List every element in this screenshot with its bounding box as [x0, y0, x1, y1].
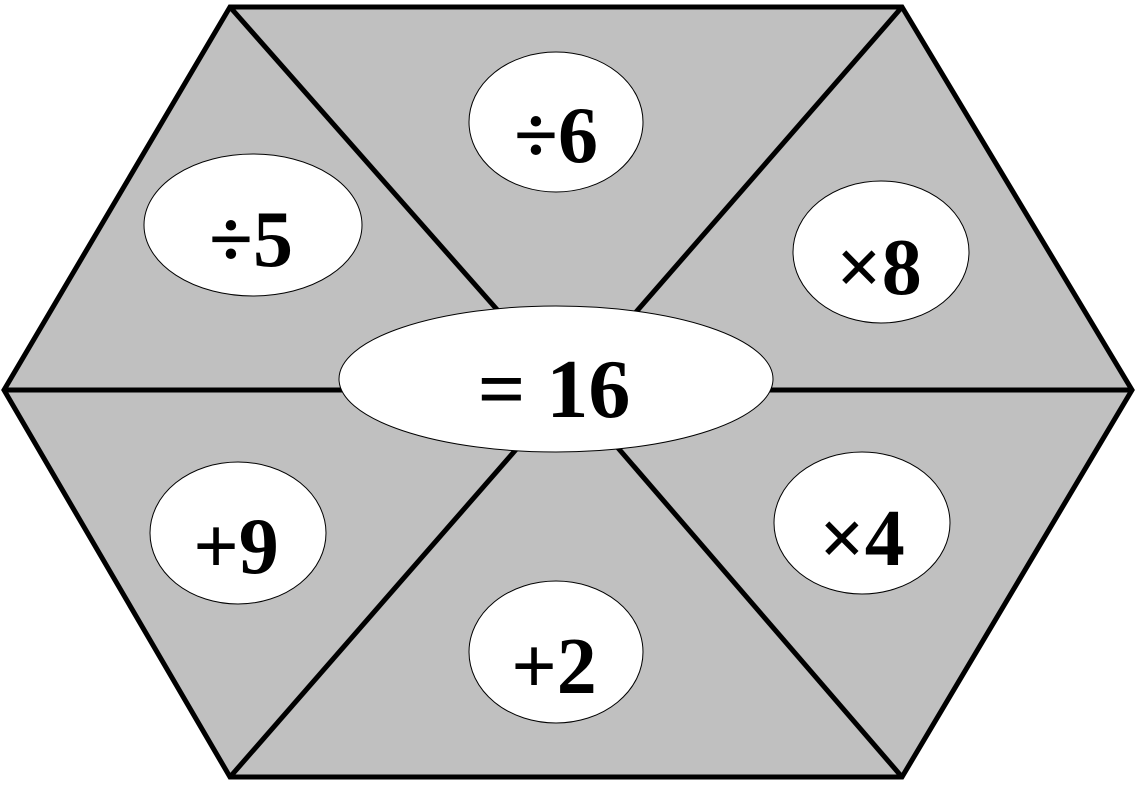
operation-bubble-bottom: +2	[468, 580, 644, 724]
hexagon-outline	[1, 4, 1135, 780]
bubble	[143, 153, 363, 297]
divider-bottom-left	[228, 388, 570, 779]
operation-bubble-bottom-right: ×4	[773, 451, 951, 595]
divider-bottom-right	[566, 388, 904, 779]
operation-label: ÷6	[514, 92, 598, 180]
bubble	[338, 305, 774, 453]
operation-bubble-bottom-left: +9	[149, 461, 327, 605]
bubble	[792, 180, 970, 324]
operation-bubble-top-right: ×8	[792, 180, 970, 324]
operation-bubble-top-left: ÷5	[143, 153, 363, 297]
operation-label: +2	[511, 623, 597, 711]
operation-label: ÷5	[209, 196, 293, 284]
operation-bubble-top: ÷6	[468, 51, 644, 193]
bubble	[468, 51, 644, 193]
operation-label: +9	[193, 503, 279, 591]
operation-label: ×8	[836, 224, 922, 312]
bubble	[468, 580, 644, 724]
bubble	[773, 451, 951, 595]
target-bubble: = 16	[338, 305, 774, 453]
bubble	[149, 461, 327, 605]
target-value: = 16	[478, 343, 631, 436]
operation-label: ×4	[819, 495, 905, 583]
